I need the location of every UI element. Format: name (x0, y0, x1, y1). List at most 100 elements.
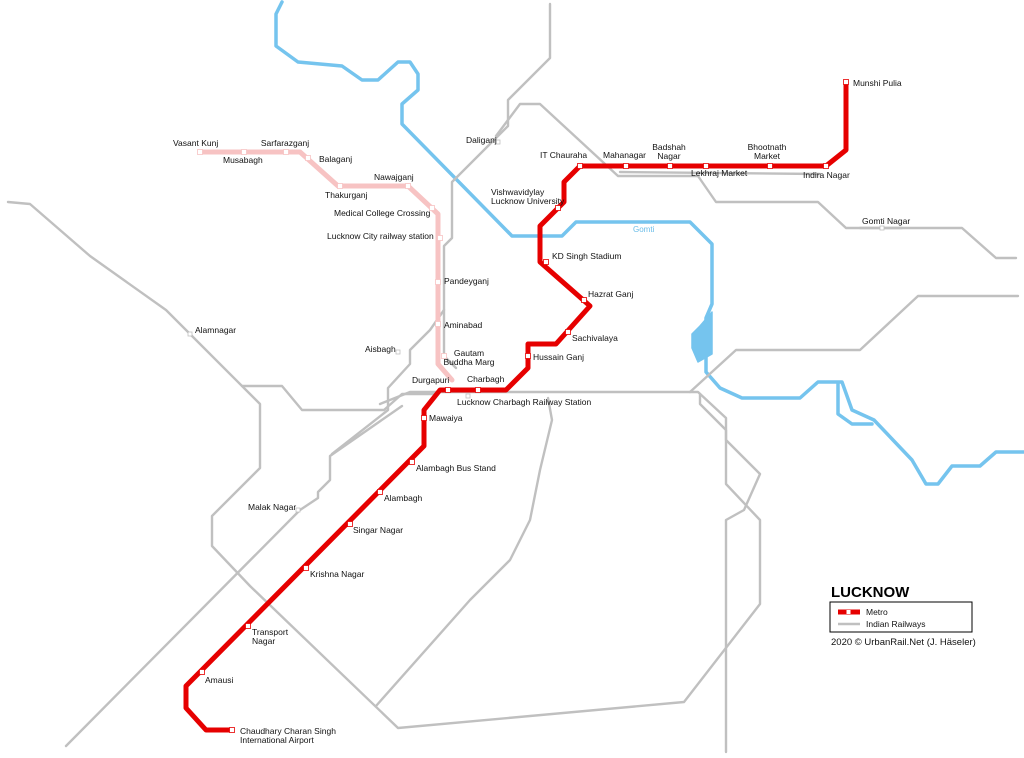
station-label-kd-singh-stadium: KD Singh Stadium (552, 251, 621, 261)
railway-line-ring-east (618, 170, 822, 176)
station-marker-durgapuri (445, 387, 451, 393)
river-label: Gomti (633, 225, 655, 234)
station-marker-sachivalaya (565, 329, 571, 335)
station-marker-thakurganj (337, 183, 343, 189)
station-marker-lekhraj-market (703, 163, 709, 169)
station-marker-nawajganj (405, 183, 411, 189)
gomti-river-branch (836, 382, 874, 426)
gomti-lake (691, 311, 713, 363)
station-marker-alambagh (377, 489, 383, 495)
station-marker-transport-nagar (245, 623, 251, 629)
station-marker-badshah-nagar (667, 163, 673, 169)
station-label-durgapuri: Durgapuri (412, 375, 449, 385)
station-marker-munshi-pulia (843, 79, 849, 85)
station-marker-musabagh (241, 149, 247, 155)
station-label-singar-nagar: Singar Nagar (353, 525, 403, 535)
railway-line-belt (6, 200, 762, 730)
station-label-amausi: Amausi (205, 675, 233, 685)
station-label-hussain-ganj: Hussain Ganj (533, 352, 584, 362)
station-label-medical-college-crossing: Medical College Crossing (334, 208, 431, 218)
station-marker-vasant-kunj (197, 149, 203, 155)
railway-line-east (688, 294, 1020, 394)
station-marker-amausi (199, 669, 205, 675)
station-marker-krishna-nagar (303, 565, 309, 571)
indian-railways-network (6, 2, 1020, 754)
station-marker-aisbagh (395, 349, 401, 355)
city-title: LUCKNOW (831, 584, 910, 601)
station-label-lucknow-charbagh-railway-station: Lucknow Charbagh Railway Station (457, 397, 591, 407)
legend-metro-label: Metro (866, 607, 888, 617)
station-label-thakurganj: Thakurganj (325, 190, 368, 200)
station-marker-airport (229, 727, 235, 733)
station-label-munshi-pulia: Munshi Pulia (853, 78, 902, 88)
station-label-hazrat-ganj: Hazrat Ganj (588, 289, 633, 299)
railway-line-ring-cross (374, 396, 554, 708)
legend: Metro Indian Railways (829, 601, 973, 633)
station-marker-alamnagar (187, 331, 193, 337)
station-label-sarfarazganj: Sarfarazganj (261, 138, 309, 148)
station-marker-mahanagar (623, 163, 629, 169)
gomti-river-course (274, 0, 1024, 486)
station-label-it-chauraha: IT Chauraha (540, 150, 587, 160)
station-label-nawajganj: Nawajganj (374, 172, 414, 182)
station-marker-hazrat-ganj (581, 297, 587, 303)
pink-line-stations: Vasant KunjMusabaghSarfarazganjBalaganjT… (173, 138, 495, 367)
station-marker-alambagh-bus-stand (409, 459, 415, 465)
map-credit: 2020 © UrbanRail.Net (J. Häseler) (831, 637, 976, 648)
station-marker-bhootnath-market (767, 163, 773, 169)
station-marker-vishwavidylay (555, 205, 561, 211)
station-marker-mawaiya (421, 415, 427, 421)
station-marker-gautam-buddha-marg (441, 353, 447, 359)
station-marker-kd-singh-stadium (543, 259, 549, 265)
railway-line-south (698, 392, 762, 754)
station-label-lucknow-city-railway-station: Lucknow City railway station (327, 231, 434, 241)
station-label-gomti-nagar: Gomti Nagar (862, 216, 910, 226)
station-marker-hussain-ganj (525, 353, 531, 359)
gomti-river (274, 0, 1024, 486)
station-label-alambagh: Alambagh (384, 493, 423, 503)
station-label-aisbagh: Aisbagh (365, 344, 396, 354)
station-label-indira-nagar: Indira Nagar (803, 170, 850, 180)
station-label-sachivalaya: Sachivalaya (572, 333, 618, 343)
station-label-alamnagar: Alamnagar (195, 325, 236, 335)
station-label-mawaiya: Mawaiya (429, 413, 463, 423)
legend-box (829, 601, 973, 633)
station-label-lekhraj-market: Lekhraj Market (691, 168, 748, 178)
station-marker-aminabad (435, 321, 441, 327)
station-marker-sarfarazganj (283, 149, 289, 155)
station-label-aminabad: Aminabad (444, 320, 483, 330)
station-marker-indira-nagar (823, 163, 829, 169)
station-label-musabagh: Musabagh (223, 155, 263, 165)
station-label-charbagh: Charbagh (467, 374, 505, 384)
station-marker-lucknow-charbagh-railway-station (465, 393, 471, 399)
railway-line-aisbagh (330, 308, 446, 456)
station-marker-medical-college-crossing (429, 205, 435, 211)
station-marker-singar-nagar (347, 521, 353, 527)
station-marker-pandeyganj (435, 279, 441, 285)
station-marker-charbagh (475, 387, 481, 393)
legend-railway-label: Indian Railways (866, 619, 926, 629)
station-marker-lucknow-city-railway-station (437, 235, 443, 241)
station-marker-gomti-nagar (879, 225, 885, 231)
legend-metro-station-marker (846, 610, 851, 614)
railway-line-north (442, 2, 552, 370)
station-label-mahanagar: Mahanagar (603, 150, 646, 160)
station-marker-it-chauraha (577, 163, 583, 169)
station-label-pandeyganj: Pandeyganj (444, 276, 489, 286)
railway-line-northeast (494, 102, 1018, 260)
station-label-vasant-kunj: Vasant Kunj (173, 138, 218, 148)
station-label-malak-nagar: Malak Nagar (248, 502, 296, 512)
station-label-alambagh-bus-stand: Alambagh Bus Stand (416, 463, 496, 473)
station-marker-balaganj (305, 155, 311, 161)
station-marker-daliganj (495, 139, 501, 145)
station-label-krishna-nagar: Krishna Nagar (310, 569, 365, 579)
